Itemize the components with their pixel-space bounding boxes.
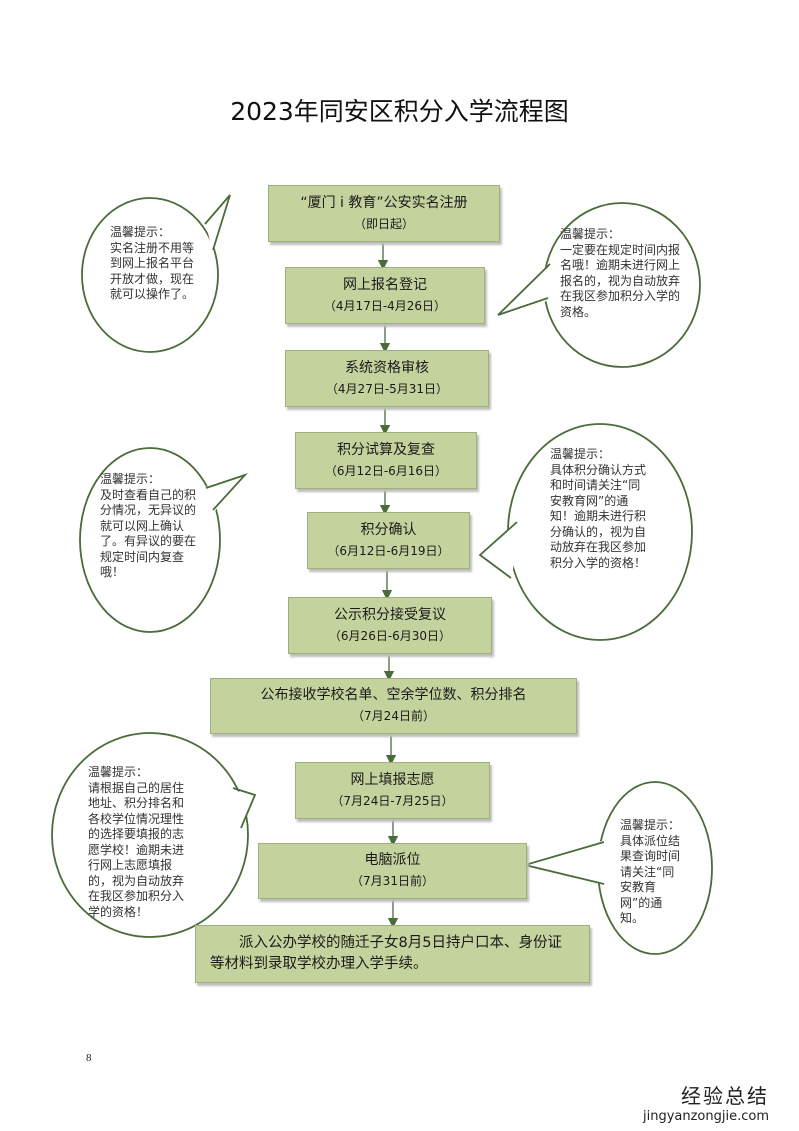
page-title: 2023年同安区积分入学流程图 <box>230 97 569 126</box>
step-title: 电脑派位 <box>364 852 421 868</box>
tip-heading: 温馨提示： <box>620 818 681 832</box>
tip-heading: 温馨提示： <box>88 765 149 779</box>
step-date: （6月12日-6月16日） <box>324 463 448 478</box>
step-date: （7月24日-7月25日） <box>331 793 454 808</box>
tip-bubble-5 <box>51 732 249 938</box>
step-school-list-publication: 公布接收学校名单、空余学位数、积分排名 （7月24日前） <box>210 678 577 734</box>
flow-arrows <box>377 241 399 929</box>
tip-body: 一定要在规定时间内报名哦！逾期未进行网上报名的，视为自动放弃在我区参加积分入学的… <box>560 242 681 319</box>
step-title: 网上报名登记 <box>343 276 427 293</box>
step-date: （7月24日前） <box>352 709 435 723</box>
tip-body: 请根据自己的居住地址、积分排名和各校学位情况理性的选择要填报的志愿学校！逾期未进… <box>88 780 185 919</box>
tip-text-5: 温馨提示：请根据自己的居住地址、积分排名和各校学位情况理性的选择要填报的志愿学校… <box>88 765 192 920</box>
step-date: （7月31日前） <box>351 874 434 888</box>
tip-heading: 温馨提示： <box>100 472 161 486</box>
tip-body: 实名注册不用等到网上报名平台开放才做，现在就可以操作了。 <box>110 240 195 302</box>
tip-heading: 温馨提示： <box>560 227 621 241</box>
tip-bubble-1 <box>81 197 219 353</box>
step-title: 系统资格审核 <box>345 359 429 376</box>
step-online-registration: 网上报名登记 （4月17日-4月26日） <box>285 267 485 324</box>
step-title: 积分确认 <box>360 521 417 538</box>
step-title: 公布接收学校名单、空余学位数、积分排名 <box>260 687 527 703</box>
tip-text-4: 温馨提示：具体积分确认方式和时间请关注“同安教育网”的通知！逾期未进行积分确认的… <box>550 447 650 571</box>
watermark: 经验总结 jingyanzongjie.com <box>643 1080 769 1124</box>
watermark-main: 经验总结 <box>681 1084 769 1108</box>
step-qualification-review: 系统资格审核 （4月27日-5月31日） <box>285 350 489 407</box>
step-title: 网上填报志愿 <box>350 771 435 788</box>
step-points-publication: 公示积分接受复议 （6月26日-6月30日） <box>288 597 492 654</box>
tip-body: 具体派位结果查询时间请关注“同安教育网”的通知。 <box>620 833 681 926</box>
tip-bubble-3 <box>79 447 221 633</box>
step-points-calculation: 积分试算及复查 （6月12日-6月16日） <box>295 432 477 489</box>
step-real-name-registration: “厦门 i 教育”公安实名注册 （即日起） <box>268 185 500 242</box>
step-computer-allocation: 电脑派位 （7月31日前） <box>258 843 527 899</box>
tip-text-6: 温馨提示：具体派位结果查询时间请关注“同安教育网”的通知。 <box>620 818 686 927</box>
step-date: （6月12日-6月19日） <box>327 543 450 558</box>
step-date: （6月26日-6月30日） <box>328 628 452 643</box>
tip-text-1: 温馨提示：实名注册不用等到网上报名平台开放才做，现在就可以操作了。 <box>110 225 196 303</box>
tip-heading: 温馨提示： <box>550 447 611 461</box>
tip-body: 具体积分确认方式和时间请关注“同安教育网”的通知！逾期未进行积分确认的，视为自动… <box>550 462 647 570</box>
tip-text-3: 温馨提示：及时查看自己的积分情况，无异议的就可以网上确认了。有异议的要在规定时间… <box>100 472 200 581</box>
tip-body: 及时查看自己的积分情况，无异议的就可以网上确认了。有异议的要在规定时间内复查哦！ <box>100 487 197 580</box>
tip-text-2: 温馨提示：一定要在规定时间内报名哦！逾期未进行网上报名的，视为自动放弃在我区参加… <box>560 227 680 320</box>
step-date: （即日起） <box>353 216 414 231</box>
step-title: 派入公办学校的随迁子女8月5日持户口本、身份证等材料到录取学校办理入学手续。 <box>210 935 562 972</box>
step-date: （4月17日-4月26日） <box>323 298 447 313</box>
step-title: “厦门 i 教育”公安实名注册 <box>300 194 468 211</box>
step-date: （4月27日-5月31日） <box>325 381 449 396</box>
tip-heading: 温馨提示： <box>110 225 171 239</box>
step-title: 公示积分接受复议 <box>334 606 446 623</box>
step-enrollment: 派入公办学校的随迁子女8月5日持户口本、身份证等材料到录取学校办理入学手续。 <box>195 925 590 983</box>
step-points-confirmation: 积分确认 （6月12日-6月19日） <box>307 512 470 569</box>
page-number: 8 <box>86 1052 92 1064</box>
step-title: 积分试算及复查 <box>337 441 435 458</box>
watermark-url: jingyanzongjie.com <box>642 1109 769 1124</box>
step-fill-preferences: 网上填报志愿 （7月24日-7月25日） <box>295 762 490 819</box>
